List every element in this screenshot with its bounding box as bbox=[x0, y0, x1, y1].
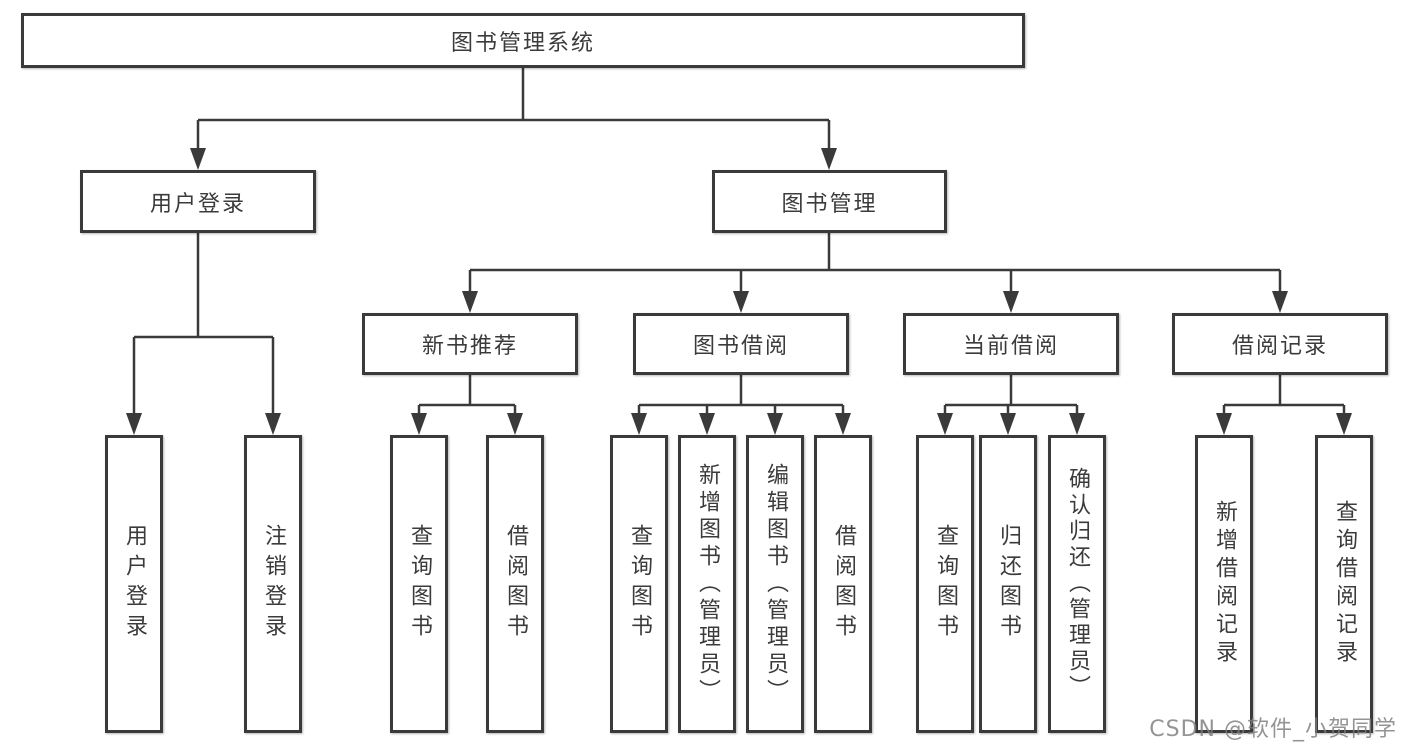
leaf-query-book-borrow: 查询图书 bbox=[610, 435, 668, 733]
node-user-login: 用户登录 bbox=[80, 170, 316, 233]
node-book-management: 图书管理 bbox=[712, 170, 947, 233]
node-new-book-recommend: 新书推荐 bbox=[362, 313, 578, 375]
connector-borrowrecord-to-leaves bbox=[1216, 375, 1352, 435]
leaf-user-login-label: 用户登录 bbox=[122, 524, 147, 644]
leaf-query-book-current-label: 查询图书 bbox=[933, 524, 958, 644]
leaf-query-book-current: 查询图书 bbox=[916, 435, 974, 733]
connector-root-to-level2 bbox=[190, 68, 837, 170]
node-book-management-label: 图书管理 bbox=[781, 191, 878, 217]
node-user-login-label: 用户登录 bbox=[149, 191, 246, 217]
leaf-user-login: 用户登录 bbox=[105, 435, 163, 733]
node-book-borrow-label: 图书借阅 bbox=[692, 334, 789, 359]
leaf-borrow-book-recommend: 借阅图书 bbox=[486, 435, 544, 733]
leaf-query-borrow-record-label: 查询借阅记录 bbox=[1332, 500, 1357, 668]
leaf-query-book-recommend: 查询图书 bbox=[390, 435, 448, 733]
node-current-borrow: 当前借阅 bbox=[903, 313, 1119, 375]
node-borrow-record: 借阅记录 bbox=[1172, 313, 1388, 375]
leaf-return-book-label: 归还图书 bbox=[996, 524, 1021, 644]
leaf-add-book-admin-label: 新增图书（管理员） bbox=[695, 462, 720, 706]
leaf-query-book-borrow-label: 查询图书 bbox=[627, 524, 652, 644]
leaf-add-borrow-record: 新增借阅记录 bbox=[1195, 435, 1253, 733]
leaf-return-book: 归还图书 bbox=[979, 435, 1037, 733]
node-current-borrow-label: 当前借阅 bbox=[962, 334, 1059, 359]
node-root-label: 图书管理系统 bbox=[450, 30, 595, 56]
connector-bookborrow-to-leaves bbox=[631, 375, 851, 435]
node-root: 图书管理系统 bbox=[21, 13, 1025, 68]
connector-bookmgmt-to-level3 bbox=[462, 233, 1288, 313]
leaf-edit-book-admin-label: 编辑图书（管理员） bbox=[763, 462, 788, 706]
leaf-edit-book-admin: 编辑图书（管理员） bbox=[746, 435, 804, 733]
leaf-confirm-return-admin-label: 确认归还（管理员） bbox=[1065, 467, 1090, 701]
connector-newbookrec-to-leaves bbox=[411, 375, 523, 435]
node-book-borrow: 图书借阅 bbox=[633, 313, 849, 375]
leaf-add-book-admin: 新增图书（管理员） bbox=[678, 435, 736, 733]
leaf-borrow-book-borrow: 借阅图书 bbox=[814, 435, 872, 733]
leaf-query-borrow-record: 查询借阅记录 bbox=[1315, 435, 1373, 733]
node-borrow-record-label: 借阅记录 bbox=[1231, 334, 1328, 359]
csdn-watermark: CSDN @软件_小贺同学 bbox=[1149, 717, 1397, 742]
leaf-logout-label: 注销登录 bbox=[261, 524, 286, 644]
leaf-confirm-return-admin: 确认归还（管理员） bbox=[1048, 435, 1106, 733]
leaf-borrow-book-recommend-label: 借阅图书 bbox=[503, 524, 528, 644]
connector-currentborrow-to-leaves bbox=[937, 375, 1085, 435]
leaf-add-borrow-record-label: 新增借阅记录 bbox=[1212, 500, 1237, 668]
leaf-logout: 注销登录 bbox=[244, 435, 302, 733]
leaf-borrow-book-borrow-label: 借阅图书 bbox=[831, 524, 856, 644]
leaf-query-book-recommend-label: 查询图书 bbox=[407, 524, 432, 644]
node-new-book-recommend-label: 新书推荐 bbox=[421, 334, 518, 359]
connector-userlogin-to-leaves bbox=[126, 233, 281, 435]
